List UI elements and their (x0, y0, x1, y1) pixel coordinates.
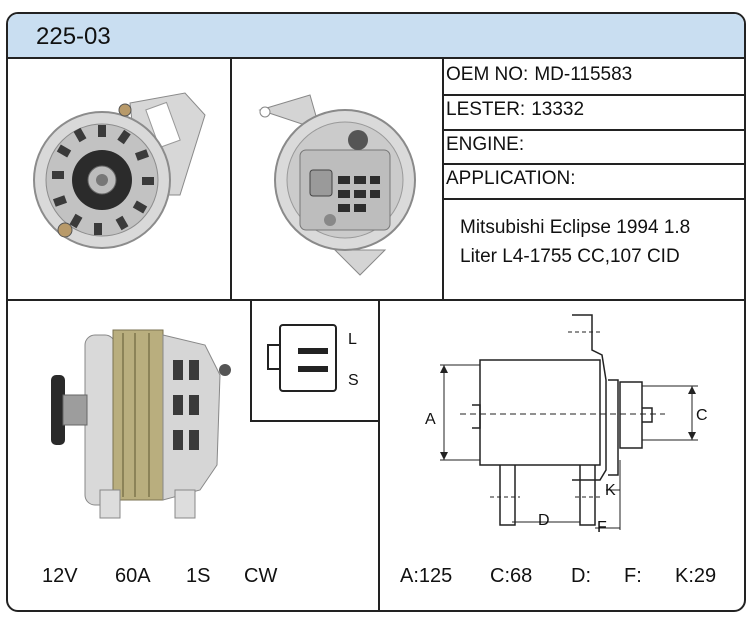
oem-value: MD-115583 (534, 64, 633, 85)
divider (8, 299, 744, 301)
dim-label-a: A (425, 411, 436, 428)
application-line-2: Liter L4-1755 CC,107 CID (460, 246, 680, 267)
part-number: 225-03 (36, 23, 111, 50)
dim-a-value: A:125 (400, 565, 453, 587)
connector-diagram (267, 324, 337, 392)
connector-pin-l: L (348, 331, 357, 348)
engine-row: ENGINE: (446, 134, 530, 156)
divider (442, 163, 744, 165)
dim-k-value: K:29 (675, 565, 717, 587)
spec-rotation: CW (244, 565, 278, 587)
alternator-side-image (51, 329, 231, 519)
oem-row: OEM NO:MD-115583 (446, 64, 632, 86)
spec-voltage: 12V (42, 565, 78, 587)
dim-label-c: C (696, 407, 708, 424)
dim-label-f: F (597, 519, 607, 536)
lester-row: LESTER:13332 (446, 99, 584, 121)
engine-label: ENGINE: (446, 134, 525, 155)
dim-label-d: D (538, 512, 550, 529)
spec-amperage: 60A (115, 565, 151, 587)
divider (250, 420, 380, 422)
dim-d-value: D: (571, 565, 591, 587)
lester-value: 13332 (531, 99, 585, 120)
application-line-1: Mitsubishi Eclipse 1994 1.8 (460, 217, 691, 238)
divider (250, 299, 252, 422)
alternator-rear-image (258, 94, 416, 276)
divider (442, 94, 744, 96)
application-label: APPLICATION: (446, 168, 576, 189)
oem-label: OEM NO: (446, 64, 529, 85)
divider (378, 299, 380, 610)
header-bar: 225-03 (8, 14, 744, 59)
divider (442, 129, 744, 131)
dimension-drawing (440, 314, 698, 530)
application-text: Mitsubishi Eclipse 1994 1.8 Liter L4-175… (460, 213, 690, 271)
alternator-front-image (33, 92, 206, 249)
divider (442, 59, 444, 301)
divider (442, 198, 744, 200)
connector-pin-s: S (348, 372, 359, 389)
lester-label: LESTER: (446, 99, 526, 120)
divider (230, 59, 232, 301)
dim-f-value: F: (624, 565, 642, 587)
dim-c-value: C:68 (490, 565, 533, 587)
dim-label-k: K (605, 482, 616, 499)
application-row: APPLICATION: (446, 168, 582, 190)
spec-pulley: 1S (186, 565, 211, 587)
